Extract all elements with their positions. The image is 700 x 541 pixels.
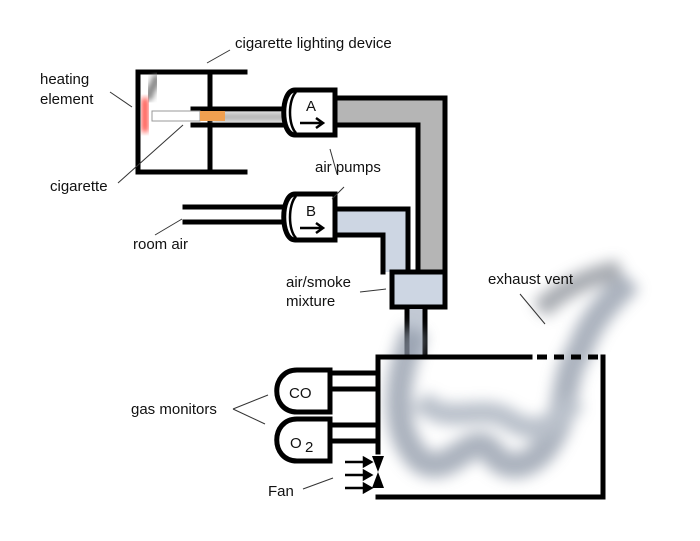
smoke-stream <box>212 112 288 122</box>
cigarette <box>151 110 201 122</box>
label-heating-element-1: heating <box>40 71 89 88</box>
label-lighting-device: cigarette lighting device <box>235 35 392 52</box>
fan <box>345 455 384 495</box>
mixing-chamber <box>389 269 448 310</box>
air-pump-a: A <box>281 87 338 138</box>
air-pump-b: B <box>281 191 338 243</box>
cigarette-filter <box>200 111 225 121</box>
smoke-cloud <box>385 260 640 479</box>
label-exhaust-vent: exhaust vent <box>488 271 574 288</box>
label-heating-element-2: element <box>40 91 94 108</box>
air-pipe <box>335 211 406 272</box>
pump-a-label: A <box>306 98 316 115</box>
label-cigarette: cigarette <box>50 178 108 195</box>
arrow-right-icon <box>300 116 326 130</box>
label-gas-monitors: gas monitors <box>131 401 217 418</box>
arrow-right-icon <box>300 221 326 235</box>
label-room-air: room air <box>133 236 188 253</box>
co-monitor: CO <box>274 367 381 415</box>
label-air-pumps: air pumps <box>315 159 381 176</box>
smoke-plume <box>144 72 161 103</box>
heating-element <box>142 98 148 132</box>
label-mixture-1: air/smoke <box>286 274 351 291</box>
o2-monitor: O 2 <box>274 416 381 464</box>
o2-subscript: 2 <box>305 439 313 456</box>
o2-label: O <box>290 435 302 452</box>
smoke-pipe <box>335 99 443 272</box>
airflow-arrows-icon <box>345 455 374 495</box>
co-label: CO <box>289 385 312 402</box>
label-fan: Fan <box>268 483 294 500</box>
pointer-lines <box>109 49 546 490</box>
exposure-chamber <box>375 354 606 500</box>
pump-b-label: B <box>306 203 316 220</box>
fan-icon <box>372 456 384 488</box>
cigarette-lighting-device <box>135 69 291 175</box>
label-mixture-2: mixture <box>286 293 335 310</box>
